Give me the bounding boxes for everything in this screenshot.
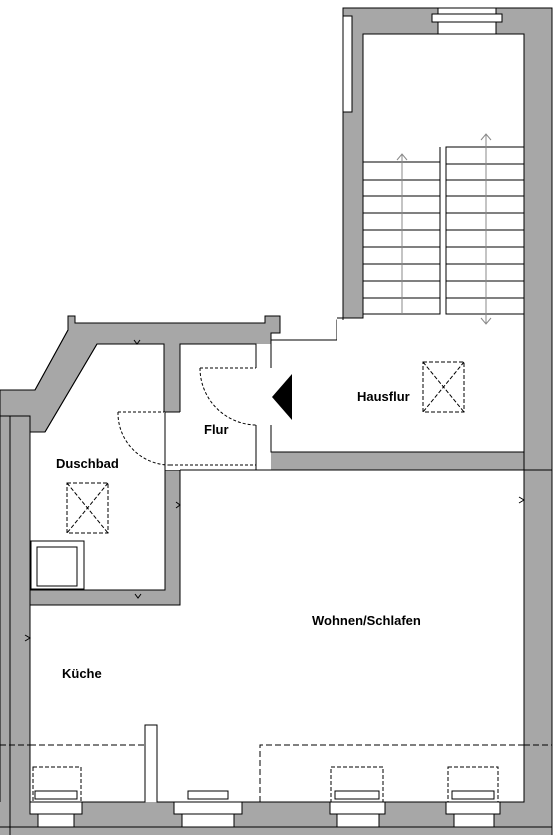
- staircase: [362, 133, 525, 325]
- stair-tower-opening: [337, 318, 367, 348]
- skylight-duschbad: [66, 482, 109, 534]
- doors: [117, 367, 257, 466]
- room-floors: [30, 34, 524, 802]
- bath-door-swing: [117, 411, 171, 466]
- wohnen-floor: [180, 470, 524, 802]
- window-wohnen-3: [445, 766, 501, 828]
- top-window: [431, 7, 503, 35]
- flur-entry-door-swing: [199, 367, 257, 426]
- bottom-windows: [29, 766, 501, 828]
- left-inner-wall: [9, 415, 31, 806]
- kitchen-wohnen-gap: [175, 605, 185, 802]
- room-outlines: [0, 7, 553, 835]
- shower-tray: [30, 540, 85, 590]
- left-outer-wall: [0, 415, 11, 835]
- hausflur-lower-floor: [271, 340, 524, 452]
- stair-treads: [363, 163, 524, 299]
- duschbad-label: Duschbad: [56, 456, 119, 471]
- skylight-hausflur: [422, 361, 465, 413]
- wall-markers: [24, 339, 525, 642]
- hausflur-label: Hausflur: [357, 389, 410, 404]
- wohnen-schlafen-label: Wohnen/Schlafen: [312, 613, 421, 628]
- flur-label: Flur: [204, 422, 229, 437]
- stair-window-left: [342, 15, 353, 113]
- dashed-lines: [0, 744, 552, 802]
- window-wohnen-1: [173, 790, 243, 828]
- window-wohnen-2: [329, 766, 386, 828]
- flur-floor-extra: [164, 412, 184, 470]
- walls: [0, 7, 553, 835]
- kueche-floor: [30, 605, 180, 802]
- entrance-arrow-icon: [272, 374, 292, 420]
- kueche-label: Küche: [62, 666, 102, 681]
- window-kueche: [29, 766, 83, 828]
- door-gap: [256, 368, 272, 425]
